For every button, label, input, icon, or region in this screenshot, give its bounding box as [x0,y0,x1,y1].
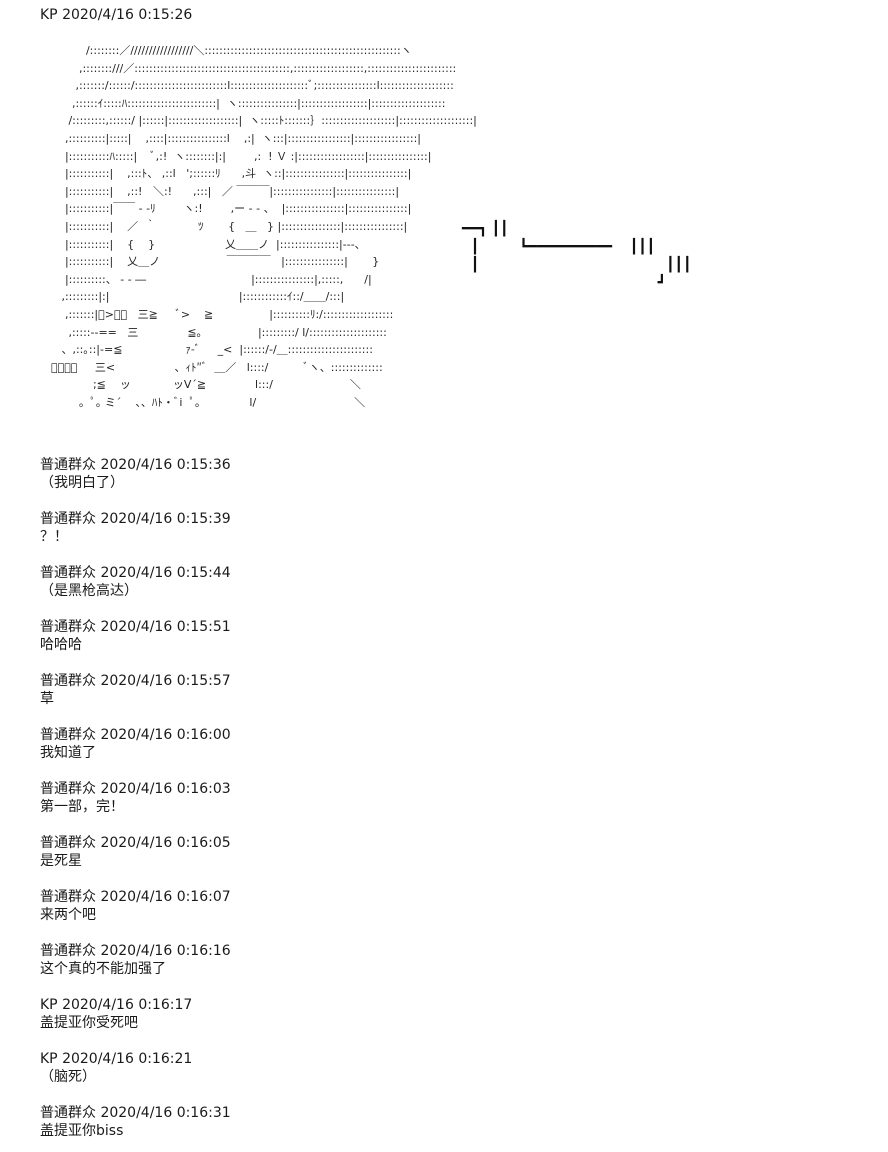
message-header: 普通群众 2020/4/16 0:15:51 [40,618,231,636]
message: 普通群众 2020/4/16 0:16:16 这个真的不能加强了 [40,942,231,978]
message-header: 普通群众 2020/4/16 0:15:44 [40,564,231,582]
message-header: KP 2020/4/16 0:15:26 [40,6,192,24]
message-timestamp: 2020/4/16 0:16:07 [100,889,231,905]
message-author: KP [40,7,58,23]
message-header: KP 2020/4/16 0:16:21 [40,1050,192,1068]
message: 普通群众 2020/4/16 0:15:44 （是黑枪高达） [40,564,231,600]
message-header: 普通群众 2020/4/16 0:16:00 [40,726,231,744]
message-timestamp: 2020/4/16 0:16:17 [62,997,193,1013]
message-timestamp: 2020/4/16 0:16:03 [100,781,231,797]
message-text: 来两个吧 [40,907,96,923]
message-text: 哈哈哈 [40,637,82,653]
message: 普通群众 2020/4/16 0:16:00 我知道了 [40,726,231,762]
message-timestamp: 2020/4/16 0:16:21 [62,1051,193,1067]
message-author: 普通群众 [40,943,96,959]
message-timestamp: 2020/4/16 0:15:44 [100,565,231,581]
message-author: KP [40,997,58,1013]
message-header: 普通群众 2020/4/16 0:15:36 [40,456,231,474]
message-text: 盖提亚你biss [40,1123,124,1139]
message: 普通群众 2020/4/16 0:15:57 草 [40,672,231,708]
message-text: 我知道了 [40,745,96,761]
message: 普通群众 2020/4/16 0:15:36 （我明白了） [40,456,231,492]
ascii-art-main: /::::::::／/////////////////＼::::::::::::… [47,44,477,409]
message-header: 普通群众 2020/4/16 0:16:16 [40,942,231,960]
message-author: 普通群众 [40,1105,96,1121]
message: 普通群众 2020/4/16 0:16:05 是死星 [40,834,231,870]
message-timestamp: 2020/4/16 0:16:00 [100,727,231,743]
message-kp-first: KP 2020/4/16 0:15:26 [40,6,192,24]
message: 普通群众 2020/4/16 0:15:51 哈哈哈 [40,618,231,654]
message-text: 第一部，完！ [40,799,124,815]
message-timestamp: 2020/4/16 0:16:16 [100,943,231,959]
message-text: 是死星 [40,853,82,869]
message-timestamp: 2020/4/16 0:15:39 [100,511,231,527]
message-timestamp: 2020/4/16 0:15:57 [100,673,231,689]
message-timestamp: 2020/4/16 0:16:31 [100,1105,231,1121]
message-text: 这个真的不能加强了 [40,961,166,977]
message-header: 普通群众 2020/4/16 0:15:57 [40,672,231,690]
message-author: KP [40,1051,58,1067]
message-author: 普通群众 [40,673,96,689]
message: 普通群众 2020/4/16 0:16:07 来两个吧 [40,888,231,924]
message-timestamp: 2020/4/16 0:15:26 [62,7,193,23]
message: 普通群众 2020/4/16 0:16:03 第一部，完！ [40,780,231,816]
message-header: 普通群众 2020/4/16 0:16:03 [40,780,231,798]
message-author: 普通群众 [40,835,96,851]
message-author: 普通群众 [40,619,96,635]
message: KP 2020/4/16 0:16:17 盖提亚你受死吧 [40,996,192,1032]
message-header: 普通群众 2020/4/16 0:16:31 [40,1104,231,1122]
message-text: ？！ [40,529,68,545]
message-header: 普通群众 2020/4/16 0:15:39 [40,510,231,528]
message: KP 2020/4/16 0:16:21 （脑死） [40,1050,192,1086]
message-text: （我明白了） [40,475,124,491]
message-text: 盖提亚你受死吧 [40,1015,138,1031]
message-header: 普通群众 2020/4/16 0:16:07 [40,888,231,906]
message-timestamp: 2020/4/16 0:15:51 [100,619,231,635]
message-header: 普通群众 2020/4/16 0:16:05 [40,834,231,852]
message-timestamp: 2020/4/16 0:16:05 [100,835,231,851]
message-author: 普通群众 [40,889,96,905]
message-text: （是黑枪高达） [40,583,138,599]
message: 普通群众 2020/4/16 0:15:39 ？！ [40,510,231,546]
ascii-art-side: ━━┓ ┃┃ ┃ ┗━━━━━━━━━━ ┃┃┃ ┃ ┃┃┃ ┛ [462,221,692,291]
message: 普通群众 2020/4/16 0:16:31 盖提亚你biss [40,1104,231,1140]
message-timestamp: 2020/4/16 0:15:36 [100,457,231,473]
message-author: 普通群众 [40,511,96,527]
message-text: （脑死） [40,1069,96,1085]
message-author: 普通群众 [40,457,96,473]
message-author: 普通群众 [40,727,96,743]
message-text: 草 [40,691,54,707]
message-author: 普通群众 [40,565,96,581]
message-header: KP 2020/4/16 0:16:17 [40,996,192,1014]
message-author: 普通群众 [40,781,96,797]
